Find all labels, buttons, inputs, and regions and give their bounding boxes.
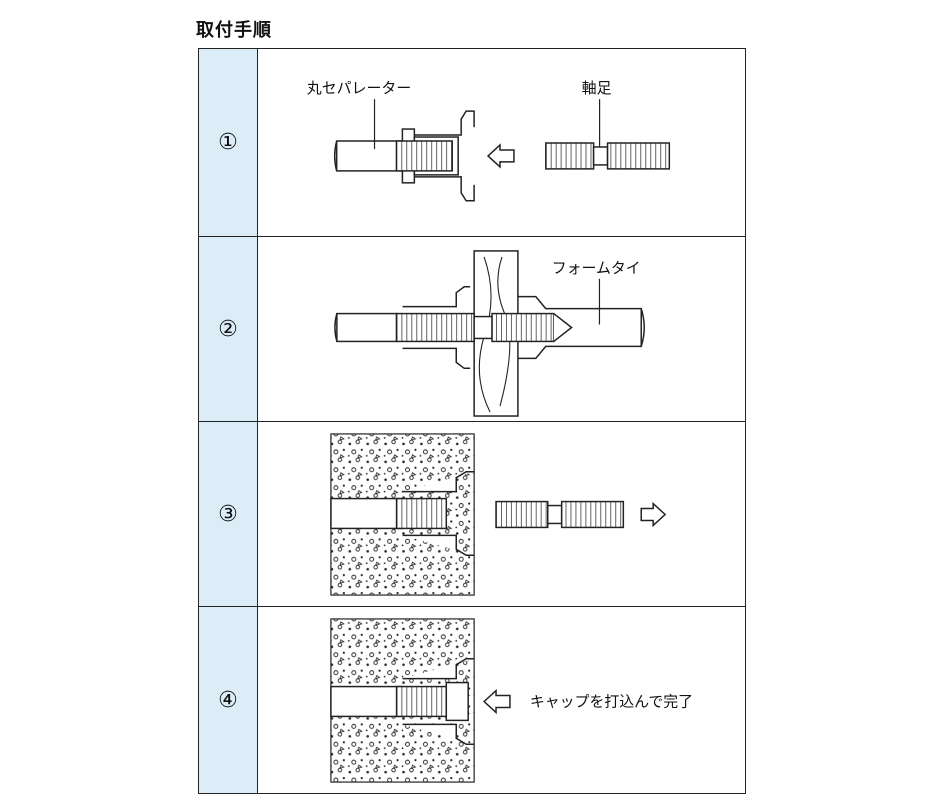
separator-thread [395,140,453,172]
step-row-3: ③ [199,421,745,606]
step-number: ② [218,316,238,342]
arrow-left-icon [486,143,515,169]
step-number: ③ [218,501,238,527]
separator-body [402,110,475,202]
step-3-illustration [257,422,745,606]
shaft-thread-right [606,142,671,170]
step-1-drawing: 丸セパレーター 軸足 [307,79,671,202]
label-cap-complete: キャップを打込んで完了 [530,692,693,710]
step-row-4: ④ キャップを打込んで完了 [199,606,745,793]
page-title: 取付手順 [196,20,272,41]
label-shaft-foot: 軸足 [582,79,612,97]
arrow-left-icon [482,688,511,715]
step-2-illustration: フォームタイ [257,237,745,421]
round-rod [335,140,404,172]
step-2-drawing: フォームタイ [334,250,645,417]
shaft-thread-left [545,142,595,170]
step-row-2: ② フォームタイ [199,236,745,421]
arrow-right-icon [640,501,667,528]
step-number: ④ [218,687,238,713]
threaded-shaft [395,312,475,343]
step-number: ① [218,130,238,155]
procedure-table: ① 丸セパレーター [198,48,746,794]
step-row-1: ① 丸セパレーター [199,49,745,236]
form-tie [517,295,642,360]
step-3-drawing [330,433,667,596]
step-1-illustration: 丸セパレーター 軸足 [257,49,745,236]
step-4-drawing: キャップを打込んで完了 [330,618,693,783]
label-form-tie: フォームタイ [552,259,641,277]
label-round-separator: 丸セパレーター [307,79,411,97]
cap [445,681,469,722]
step-4-illustration: キャップを打込んで完了 [257,607,745,793]
